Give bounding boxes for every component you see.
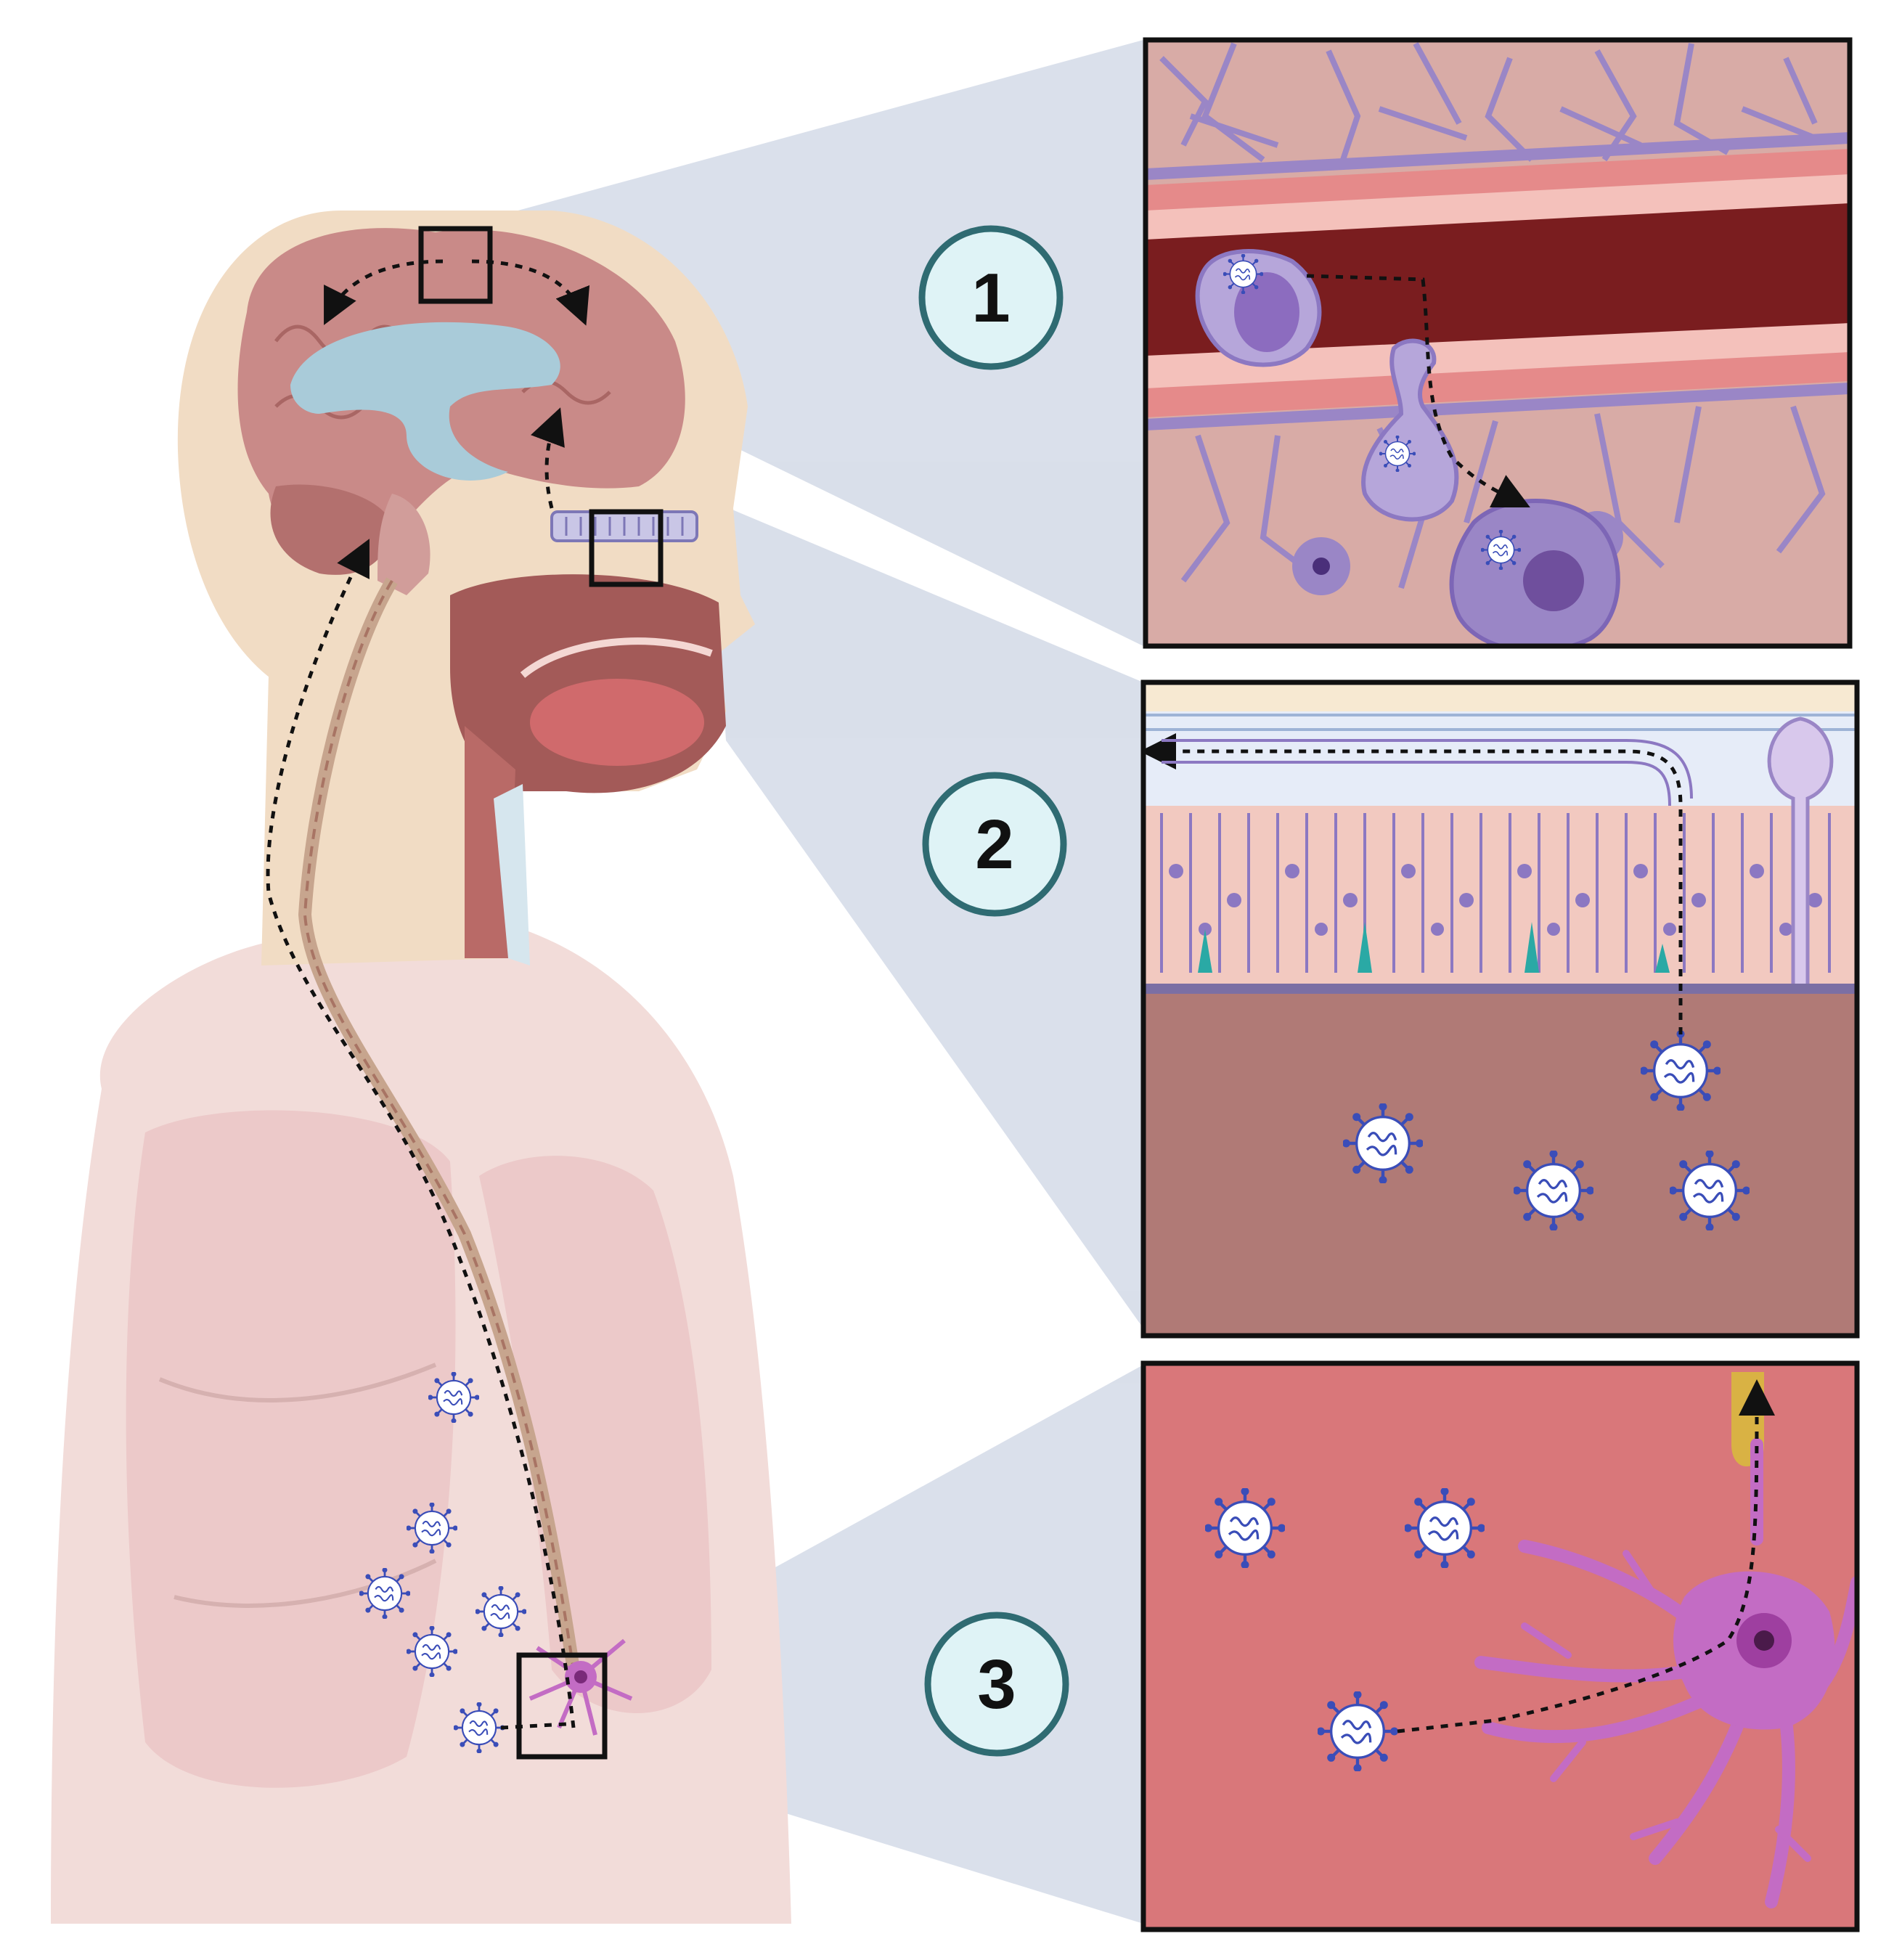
badge-2-label: 2: [975, 806, 1013, 883]
route-panel-3: [1397, 1379, 1775, 1734]
route-vagus: [266, 539, 576, 1728]
virus-icon: [1342, 1103, 1424, 1184]
callout-wedges: [465, 40, 1143, 1924]
route-panel-1: [1306, 274, 1530, 507]
callout-wedge-1: [465, 40, 1143, 646]
leukocyte-nucleus: [1234, 272, 1299, 352]
vessel-endothelium-bottom: [1146, 323, 1850, 396]
virus-icon: [1669, 1150, 1750, 1231]
panel-2: [1140, 679, 1860, 1339]
endfeet-top: [1146, 132, 1850, 180]
region-box-1: [418, 226, 493, 304]
olfactory-axon-track: [1162, 739, 1693, 807]
astrocyte-nucleus: [1313, 558, 1330, 575]
virus-icon: [1204, 1487, 1286, 1569]
lung-lobe-lines: [158, 1363, 437, 1608]
tongue: [530, 679, 704, 766]
virus-icon: [1379, 436, 1416, 472]
badge-1-label: 1: [971, 259, 1010, 337]
virus-icon: [1404, 1487, 1485, 1569]
route-panel-2: [1143, 733, 1683, 1034]
panel-1: [1143, 37, 1853, 649]
basement-membrane: [1143, 984, 1857, 994]
palate: [520, 637, 713, 678]
transmigrating-cell: [1361, 338, 1459, 522]
virus-icon: [407, 1626, 457, 1677]
virus-icon: [476, 1586, 526, 1637]
route-brain-left: [324, 259, 444, 325]
mucus-boundary: [1143, 714, 1857, 731]
endfeet-bottom: [1146, 383, 1850, 430]
vessel-endothelium-top: [1146, 174, 1850, 247]
route-olfactory: [531, 407, 565, 509]
lung-neuron: [528, 1638, 633, 1736]
vagal-neuron: [1474, 1438, 1857, 1908]
trachea: [494, 784, 530, 965]
virus-icon: [454, 1702, 505, 1753]
vessel-lumen: [1146, 203, 1850, 363]
virus-icon: [428, 1372, 479, 1423]
badge-3-label: 3: [977, 1646, 1016, 1723]
badge-2: 2: [922, 772, 1067, 917]
astrocyte-processes-top: [1159, 42, 1818, 163]
lung-left: [479, 1156, 711, 1713]
pharynx: [465, 726, 515, 958]
virus-icon: [1317, 1691, 1398, 1772]
lamina-propria: [1143, 994, 1857, 1336]
vessel-wall-bottom: [1146, 352, 1850, 417]
neck: [261, 653, 508, 965]
route-lung-virus: [500, 1722, 567, 1730]
ventricle: [290, 322, 560, 481]
virus-icon: [407, 1503, 457, 1553]
neuron-bodies: [1169, 864, 1822, 936]
virus-icon: [1640, 1030, 1721, 1111]
lung-right: [126, 1110, 456, 1788]
panel-3: [1140, 1360, 1860, 1932]
epithelium: [1143, 806, 1857, 987]
virus-icon: [359, 1568, 410, 1619]
badge-3: 3: [924, 1612, 1069, 1757]
mucus-layer: [1143, 711, 1857, 806]
region-box-3: [516, 1652, 608, 1760]
goblet-cell: [1767, 716, 1834, 989]
olfactory-bulb-lines: [565, 517, 684, 536]
brainstem: [377, 494, 430, 595]
callout-wedge-2: [711, 501, 1143, 1328]
basal-cells: [1198, 922, 1670, 973]
virus-icon: [1223, 254, 1263, 294]
vessel-wall-top: [1146, 149, 1850, 214]
virus-icon: [1513, 1150, 1594, 1231]
microglia-nucleus: [1523, 550, 1584, 611]
virus-icon: [1481, 530, 1521, 570]
vagus-nerve-fibers: [303, 579, 575, 1670]
badge-1: 1: [918, 225, 1064, 370]
olfactory-neurons: [1160, 813, 1831, 973]
region-box-2: [589, 509, 664, 587]
human-figure: [51, 211, 791, 1924]
